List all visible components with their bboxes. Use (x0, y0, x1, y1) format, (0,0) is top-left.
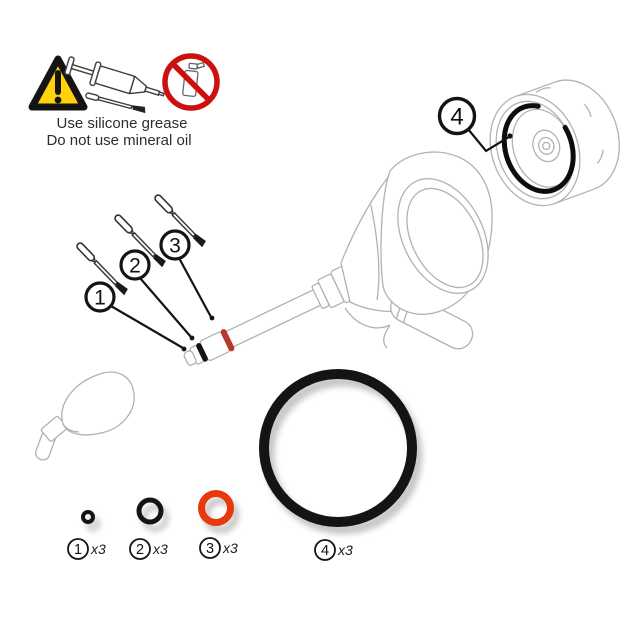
body-bracket (344, 307, 391, 349)
legend-2-qty: x3 (152, 541, 168, 557)
tip-red-oring (220, 329, 235, 352)
legend-3-number: 3 (206, 541, 214, 557)
callout-1-number: 1 (94, 287, 106, 310)
no-mineral-oil-icon (162, 53, 220, 111)
legend-item-1: 1 x3 (67, 538, 106, 560)
grease-applicator-icon (85, 92, 146, 114)
legend-item-3: 3 x3 (199, 537, 238, 559)
prohibition-circle (162, 53, 220, 111)
callout-3-number: 3 (169, 235, 181, 258)
callout-3: 3 (159, 229, 191, 261)
legend-4-qty: x3 (337, 542, 353, 558)
oring-1 (81, 510, 95, 524)
legend-2-number: 2 (136, 542, 144, 558)
callout-4: 4 (437, 96, 477, 136)
callout-2: 2 (119, 249, 151, 281)
callout-1: 1 (84, 281, 116, 313)
legend-1-number: 1 (74, 542, 82, 558)
oring-2 (136, 497, 164, 525)
shaft-and-tip (183, 263, 363, 366)
lamp-lens-rim (397, 178, 489, 294)
tip-cap (183, 350, 197, 366)
legend-3-qty: x3 (222, 540, 238, 556)
legend-item-4: 4 x3 (314, 539, 353, 561)
leader-dots (181, 133, 513, 352)
bezel-oring (501, 103, 576, 194)
legend-1-qty: x3 (90, 541, 106, 557)
warning-triangle-icon (28, 55, 88, 111)
lamp-body (340, 151, 493, 350)
legend-4-number: 4 (321, 543, 329, 559)
leader-lines (110, 128, 510, 349)
callout-2-number: 2 (129, 255, 141, 278)
notice-line-1: Use silicone grease (57, 115, 188, 132)
nozzle-part (35, 371, 135, 461)
nozzle-cone (61, 371, 135, 436)
oring-4 (259, 369, 417, 527)
callout-4-number: 4 (450, 104, 463, 131)
oring-3 (198, 490, 234, 526)
prohibition-slash (171, 62, 211, 102)
notice-line-2: Do not use mineral oil (46, 132, 191, 149)
bezel-part (489, 79, 620, 207)
tip-black-oring (196, 343, 208, 362)
grease-syringe-icon (64, 56, 165, 97)
legend-item-2: 2 x3 (129, 538, 168, 560)
lamp-lens (406, 187, 484, 289)
